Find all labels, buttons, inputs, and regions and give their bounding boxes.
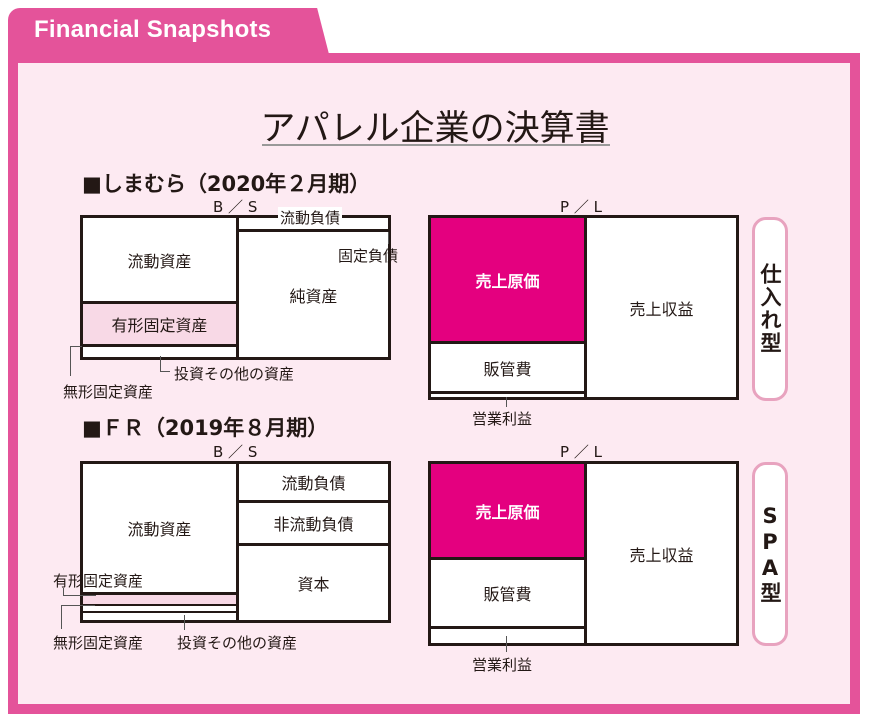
shimamura-revenue: 売上収益	[587, 218, 736, 397]
divider	[431, 557, 584, 560]
fr-investments-other: 投資その他の資産	[177, 634, 298, 652]
cost-of-sales-label: 売上原価	[475, 271, 540, 291]
shimamura-tangible-fixed-assets: 有形固定資産	[83, 304, 236, 344]
leader-line	[70, 346, 82, 376]
divider	[431, 391, 584, 394]
shimamura-current-liabilities: 流動負債	[278, 207, 343, 228]
divider	[83, 611, 236, 613]
fr-type-badge: SPA型	[752, 462, 788, 646]
divider	[431, 341, 584, 344]
leader-line	[388, 232, 389, 244]
divider	[83, 301, 236, 304]
shimamura-pl-label: P ／ L	[560, 198, 602, 216]
shimamura-type-badge: 仕入れ型	[752, 217, 788, 401]
shimamura-cost-of-sales: 売上原価	[431, 218, 584, 341]
divider	[584, 464, 587, 643]
leader-line	[63, 588, 96, 596]
divider	[83, 344, 236, 347]
non-current-liabilities-label: 非流動負債	[273, 515, 354, 534]
type-label: SPA型	[758, 503, 782, 605]
fr-current-assets: 流動資産	[83, 464, 236, 592]
equity-label: 資本	[297, 575, 330, 594]
revenue-label: 売上収益	[629, 545, 694, 565]
current-liabilities-label: 流動負債	[281, 474, 346, 493]
net-assets-label: 純資産	[289, 286, 338, 306]
fr-balance-sheet: 流動資産 流動負債 非流動負債 資本	[80, 461, 391, 623]
shimamura-operating-profit: 営業利益	[472, 410, 533, 428]
fr-revenue: 売上収益	[587, 464, 736, 643]
fr-heading: ■ＦＲ（2019年８月期）	[82, 416, 329, 440]
fr-sga: 販管費	[431, 560, 584, 626]
fr-income-statement: 売上原価 販管費 売上収益	[428, 461, 739, 646]
cost-of-sales-label: 売上原価	[475, 502, 540, 522]
header-tab-label: Financial Snapshots	[34, 16, 272, 43]
divider	[239, 500, 388, 503]
divider	[83, 592, 236, 595]
fr-intangible-fixed-assets: 無形固定資産	[53, 634, 144, 652]
fr-tangible-fixed-assets: 有形固定資産	[53, 572, 144, 590]
sga-label: 販管費	[483, 359, 532, 379]
header-tab	[8, 8, 330, 58]
fr-operating-profit: 営業利益	[472, 656, 533, 674]
divider	[236, 464, 239, 620]
shimamura-net-assets: 純資産	[239, 232, 388, 357]
fr-cost-of-sales: 売上原価	[431, 464, 584, 557]
shimamura-current-assets: 流動資産	[83, 218, 236, 301]
sga-label: 販管費	[483, 585, 532, 604]
divider	[431, 626, 584, 629]
fr-non-current-liabilities: 非流動負債	[239, 503, 388, 543]
fr-equity: 資本	[239, 546, 388, 620]
leader-line	[506, 397, 507, 407]
divider	[83, 604, 236, 606]
page-title: アパレル企業の決算書	[260, 109, 610, 149]
divider	[584, 218, 587, 397]
shimamura-bs-label: B ／ S	[213, 198, 258, 216]
fr-pl-label: P ／ L	[560, 443, 602, 461]
shimamura-fixed-liabilities: 固定負債	[338, 247, 399, 265]
leader-line	[160, 356, 170, 372]
divider	[236, 218, 239, 357]
fr-current-liabilities: 流動負債	[239, 464, 388, 500]
leader-line	[61, 605, 95, 629]
leader-line	[506, 636, 507, 652]
shimamura-intangible-fixed-assets: 無形固定資産	[63, 383, 154, 401]
shimamura-heading: ■しまむら（2020年２月期）	[82, 172, 371, 196]
current-assets-label: 流動資産	[127, 251, 192, 271]
fr-tangible-fixed-assets-band	[83, 595, 236, 604]
shimamura-investments-other: 投資その他の資産	[174, 365, 295, 383]
leader-line	[184, 615, 185, 630]
tangible-fixed-assets-label: 有形固定資産	[111, 316, 208, 335]
revenue-label: 売上収益	[629, 299, 694, 319]
shimamura-sga: 販管費	[431, 344, 584, 391]
current-assets-label: 流動資産	[127, 520, 192, 539]
title-underline	[262, 144, 610, 146]
divider	[239, 543, 388, 546]
shimamura-balance-sheet: 流動資産 有形固定資産 純資産	[80, 215, 391, 360]
fr-bs-label: B ／ S	[213, 443, 258, 461]
shimamura-income-statement: 売上原価 販管費 売上収益	[428, 215, 739, 400]
type-label: 仕入れ型	[758, 263, 782, 355]
divider	[239, 229, 388, 232]
